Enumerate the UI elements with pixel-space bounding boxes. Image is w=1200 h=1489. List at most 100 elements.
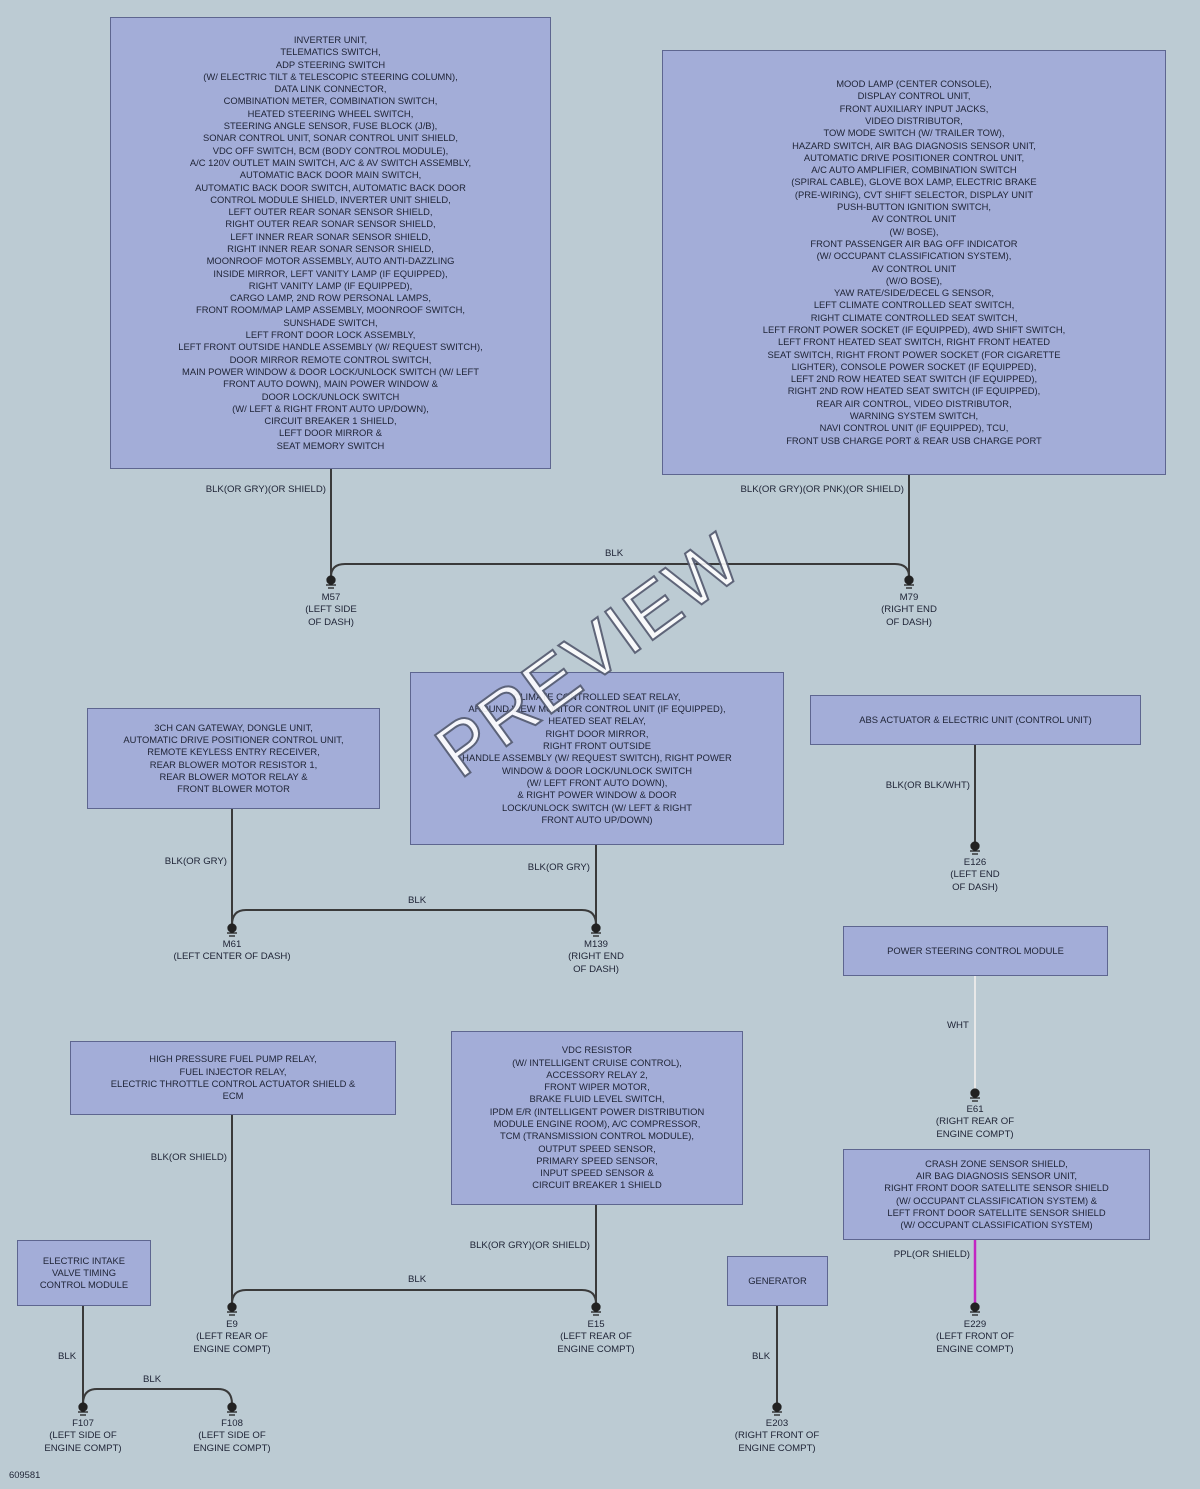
wire-color-line: BLK	[143, 1374, 162, 1385]
wire-color-line: (OR BLK/WHT)	[903, 780, 970, 791]
wire-label-3ch: BLK(OR GRY)	[165, 856, 227, 868]
ground-label-line: M79	[899, 592, 919, 603]
component-label-line: (W/ LEFT & RIGHT FRONT AUTO UP/DOWN),	[232, 402, 429, 414]
component-label-line: FRONT PASSENGER AIR BAG OFF INDICATOR	[810, 237, 1018, 249]
component-label-line: FUEL INJECTOR RELAY,	[179, 1065, 287, 1077]
box-crash-zone: CRASH ZONE SENSOR SHIELD,AIR BAG DIAGNOS…	[843, 1149, 1150, 1240]
component-label-line: OUTPUT SPEED SENSOR,	[538, 1142, 656, 1154]
ground-label-line: (LEFT REAR OF	[196, 1331, 268, 1343]
component-label-line: POWER STEERING CONTROL MODULE	[887, 944, 1064, 956]
component-label-line: MODULE ENGINE ROOM), A/C COMPRESSOR,	[493, 1118, 701, 1129]
wire-color-line: (OR GRY)	[182, 856, 227, 867]
wire-color-line: BLK	[740, 484, 759, 495]
component-label-line: (SPIRAL CABLE), GLOVE BOX LAMP, ELECTRIC…	[791, 176, 1037, 188]
box-mood-lamp: MOOD LAMP (CENTER CONSOLE),DISPLAY CONTR…	[662, 50, 1166, 475]
component-label-line: VALVE TIMING	[51, 1266, 117, 1278]
component-label-line: LEFT CLIMATE CONTROLLED SEAT SWITCH,	[813, 299, 1015, 311]
ground-label-line: (LEFT REAR OF	[560, 1331, 632, 1343]
ground-label-line: ENGINE COMPT)	[44, 1442, 122, 1454]
wire-label-intake: BLK	[58, 1351, 76, 1363]
ground-symbol-f107	[78, 1402, 88, 1416]
component-label-line: AROUND VIEW MONITOR CONTROL UNIT (IF EQU…	[468, 703, 726, 715]
wire-e9-e15-bridge	[231, 1289, 597, 1305]
wire-color-line: (OR GRY)	[545, 862, 590, 873]
wire-label-psc: WHT	[947, 1020, 969, 1032]
component-label-line: RIGHT INNER REAR SONAR SENSOR SHIELD,	[227, 243, 434, 254]
component-label-line: FRONT AUTO UP/DOWN)	[541, 813, 653, 825]
wire-color-line: BLK	[58, 1351, 77, 1362]
component-label-line: LOCK/UNLOCK SWITCH (W/ LEFT & RIGHT	[502, 801, 692, 813]
wire-color-line: BLK	[408, 895, 427, 906]
ground-symbol-e203	[772, 1402, 782, 1416]
wire-label-crashzone: PPL(OR SHIELD)	[894, 1249, 970, 1261]
component-label-line: CIRCUIT BREAKER 1 SHIELD	[532, 1179, 662, 1191]
component-label-line: AV CONTROL UNIT	[871, 213, 957, 225]
ground-label-line: (LEFT FRONT OF	[936, 1331, 1014, 1343]
component-label-line: LEFT FRONT OUTSIDE HANDLE ASSEMBLY (W/ R…	[178, 341, 483, 353]
ground-label-line: OF DASH)	[952, 881, 998, 893]
component-label-line: LEFT OUTER REAR SONAR SENSOR SHIELD,	[228, 206, 433, 218]
component-label-line: CIRCUIT BREAKER 1 SHIELD,	[264, 415, 397, 427]
component-label-line: (W/ OCCUPANT CLASSIFICATION SYSTEM)	[900, 1219, 1093, 1231]
ground-label-line: OF DASH)	[308, 616, 354, 628]
component-label-line: MOONROOF MOTOR ASSEMBLY, AUTO ANTI-DAZZL…	[206, 255, 455, 267]
wire-label-abs: BLK(OR BLK/WHT)	[886, 780, 970, 792]
ground-symbol-e61	[970, 1088, 980, 1102]
wire-color-line: WHT	[947, 1020, 969, 1031]
component-label-line: REMOTE KEYLESS ENTRY RECEIVER,	[147, 746, 320, 758]
wire-color-line: (OR SHIELD)	[267, 484, 326, 495]
component-label-line: (PRE-WIRING), CVT SHIFT SELECTOR, DISPLA…	[794, 188, 1034, 200]
component-label-line: WARNING SYSTEM SWITCH,	[849, 410, 979, 422]
component-label-line: AUTOMATIC BACK DOOR SWITCH, AUTOMATIC BA…	[195, 181, 466, 193]
component-label-line: CLIMATE CONTROLLED SEAT RELAY,	[513, 690, 681, 702]
ground-label-line: (LEFT SIDE OF	[198, 1430, 266, 1442]
component-label-line: FRONT WIPER MOTOR,	[544, 1081, 650, 1093]
component-label-line: (W/ OCCUPANT CLASSIFICATION SYSTEM) &	[895, 1194, 1098, 1206]
ground-label-line: ENGINE COMPT)	[738, 1442, 816, 1454]
component-label-line: SEAT SWITCH, RIGHT FRONT POWER SOCKET (F…	[767, 348, 1061, 360]
wire-color-line: BLK	[150, 1152, 169, 1163]
component-label-line: VDC OFF SWITCH, BCM (BODY CONTROL MODULE…	[212, 144, 449, 156]
component-label-line: TOW MODE SWITCH (W/ TRAILER TOW),	[823, 127, 1005, 139]
ground-label-line: (LEFT CENTER OF DASH)	[173, 951, 291, 963]
component-label-line: CRASH ZONE SENSOR SHIELD,	[925, 1157, 1068, 1169]
ground-symbol-e126	[970, 841, 980, 855]
component-label-line: A/C AUTO AMPLIFIER, COMBINATION SWITCH	[811, 164, 1017, 176]
component-label-line: LEFT FRONT HEATED SEAT SWITCH, RIGHT FRO…	[777, 336, 1051, 348]
wire-color-line: BLK	[408, 1274, 427, 1285]
ground-label-line: ENGINE COMPT)	[193, 1343, 271, 1355]
component-label-line: INSIDE MIRROR, LEFT VANITY LAMP (IF EQUI…	[213, 267, 448, 279]
ground-label-line: E15	[587, 1319, 605, 1330]
box-3ch-can-gateway: 3CH CAN GATEWAY, DONGLE UNIT,AUTOMATIC D…	[87, 708, 380, 809]
component-label-line: MAIN POWER WINDOW & DOOR LOCK/UNLOCK SWI…	[182, 365, 479, 377]
component-label-line: RIGHT FRONT DOOR SATELLITE SENSOR SHIELD	[884, 1182, 1109, 1194]
component-label-line: FRONT BLOWER MOTOR	[177, 783, 290, 795]
wire-label-m57-m79: BLK	[605, 548, 623, 560]
component-label-line: TCM (TRANSMISSION CONTROL MODULE),	[500, 1130, 694, 1142]
component-label-line: MOOD LAMP (CENTER CONSOLE),	[836, 78, 992, 90]
ground-label-line: (RIGHT END	[568, 951, 624, 963]
component-label-line: AIR BAG DIAGNOSIS SENSOR UNIT,	[916, 1169, 1077, 1181]
wire-color-line: (OR GRY)	[223, 484, 268, 495]
ground-symbol-f108	[227, 1402, 237, 1416]
ground-label-line: E126	[963, 857, 987, 868]
component-label-line: (W/ BOSE),	[889, 225, 939, 237]
wire-color-line: BLK	[885, 780, 904, 791]
component-label-line: DATA LINK CONNECTOR,	[274, 83, 387, 95]
component-label-line: REAR AIR CONTROL, VIDEO DISTRIBUTOR,	[816, 397, 1012, 409]
component-label-line: DOOR LOCK/UNLOCK SWITCH	[261, 390, 400, 402]
ground-label-line: F107	[72, 1418, 94, 1429]
component-label-line: ACCESSORY RELAY 2,	[546, 1068, 648, 1080]
box-abs-actuator: ABS ACTUATOR & ELECTRIC UNIT (CONTROL UN…	[810, 695, 1141, 745]
ground-label-line: (LEFT SIDE	[305, 604, 357, 616]
ground-label-line: E61	[966, 1104, 984, 1115]
wire-color-line: (OR GRY)	[487, 1240, 532, 1251]
box-fuel-pump-relay: HIGH PRESSURE FUEL PUMP RELAY,FUEL INJEC…	[70, 1041, 396, 1115]
component-label-line: HEATED SEAT RELAY,	[548, 715, 646, 727]
component-label-line: COMBINATION METER, COMBINATION SWITCH,	[223, 95, 438, 107]
